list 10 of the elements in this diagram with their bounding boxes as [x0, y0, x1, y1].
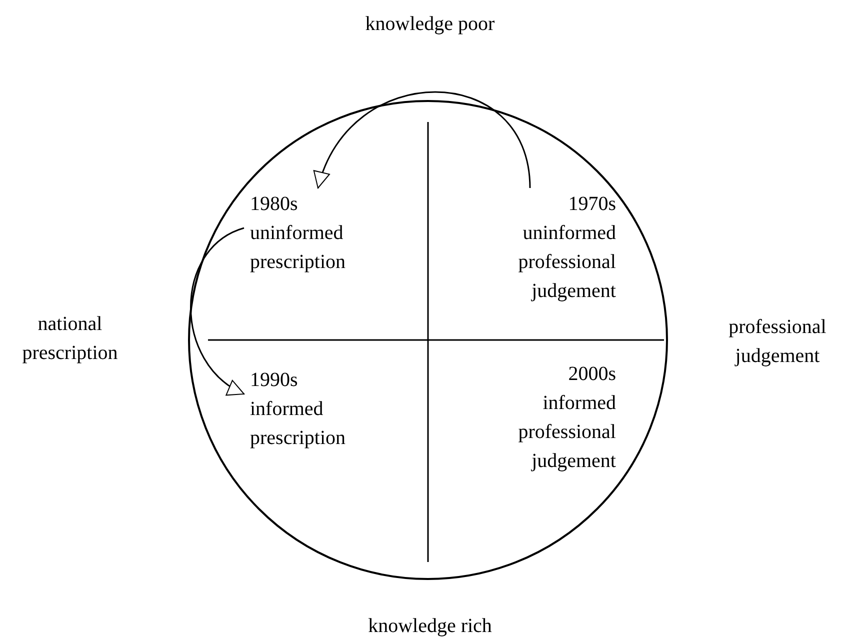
curved-arrow [315, 91, 531, 188]
axis-label: national prescription [21, 312, 119, 366]
curved-arrow [190, 227, 244, 395]
quadrant-label: 1980s uninformed prescription [250, 190, 368, 277]
axis-label: knowledge poor [364, 12, 496, 37]
quadrant-label: 1970s uninformed professional judgement [492, 190, 616, 306]
axis-label: knowledge rich [367, 614, 493, 639]
axis-label: professional judgement [728, 315, 828, 369]
quadrant-label: 2000s informed professional judgement [492, 360, 616, 476]
quadrant-label: 1990s informed prescription [250, 366, 368, 453]
